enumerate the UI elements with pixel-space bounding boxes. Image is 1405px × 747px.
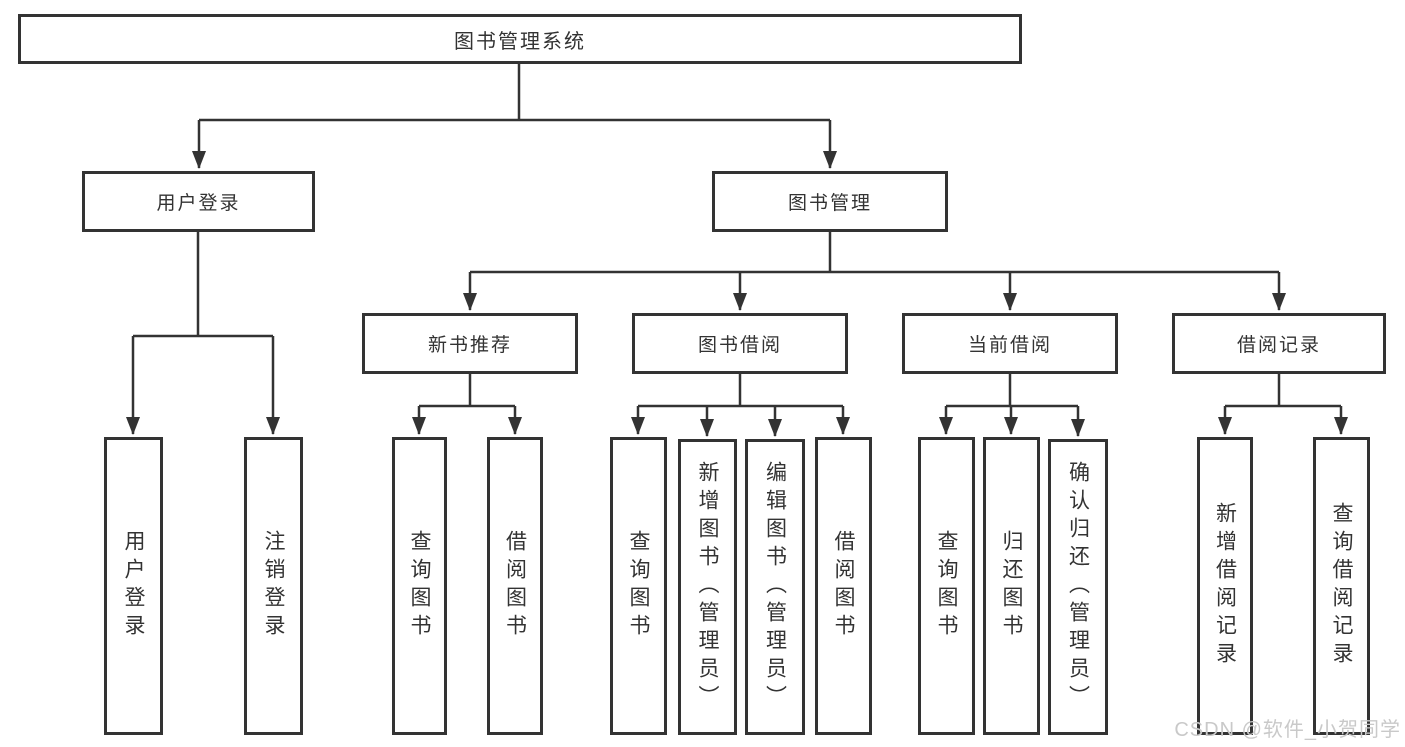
node-root-system: 图书管理系统 [18,14,1022,64]
node-label: 查询图书 [408,530,431,642]
node-label: 编辑图书（管理员） [763,461,787,713]
leaf-edit-book-admin: 编辑图书（管理员） [745,439,805,735]
leaf-return-book: 归还图书 [983,437,1040,735]
connector-trunks [133,64,1341,408]
node-label: 用户登录 [122,530,145,642]
node-label: 用户登录 [156,193,241,214]
node-label: 新增图书（管理员） [696,461,719,713]
node-current-borrowing: 当前借阅 [902,313,1118,374]
node-label: 注销登录 [262,530,285,642]
node-label: 新增借阅记录 [1213,502,1237,670]
leaf-logout: 注销登录 [244,437,303,735]
node-label: 查询图书 [627,530,650,642]
leaf-borrow-books: 借阅图书 [815,437,872,735]
node-label: 图书管理系统 [454,30,586,53]
node-book-borrowing: 图书借阅 [632,313,848,374]
leaf-confirm-return-admin: 确认归还（管理员） [1048,439,1108,735]
node-label: 新书推荐 [427,335,512,356]
leaf-query-books-current: 查询图书 [918,437,975,735]
node-label: 确认归还（管理员） [1066,461,1090,713]
node-label: 查询借阅记录 [1330,502,1353,670]
node-borrow-records: 借阅记录 [1172,313,1386,374]
node-label: 图书管理 [787,193,872,214]
node-new-book-recommend: 新书推荐 [362,313,578,374]
node-book-management-branch: 图书管理 [712,171,948,232]
node-label: 图书借阅 [697,335,782,356]
leaf-add-borrow-record: 新增借阅记录 [1197,437,1253,735]
node-label: 查询图书 [935,530,958,642]
leaf-query-borrow-record: 查询借阅记录 [1313,437,1370,735]
leaf-borrow-books-recommend: 借阅图书 [487,437,543,735]
csdn-watermark: CSDN @软件_小贺同学 [1174,719,1401,741]
leaf-add-book-admin: 新增图书（管理员） [678,439,737,735]
leaf-query-books-recommend: 查询图书 [392,437,447,735]
leaf-user-login: 用户登录 [104,437,163,735]
node-label: 当前借阅 [967,335,1052,356]
node-label: 借阅图书 [832,530,855,642]
node-label: 归还图书 [1000,530,1023,642]
node-label: 借阅图书 [503,530,527,642]
leaf-query-books-borrowing: 查询图书 [610,437,667,735]
connector-arrows [126,120,1348,437]
node-label: 借阅记录 [1236,335,1321,356]
node-user-login-branch: 用户登录 [82,171,315,232]
